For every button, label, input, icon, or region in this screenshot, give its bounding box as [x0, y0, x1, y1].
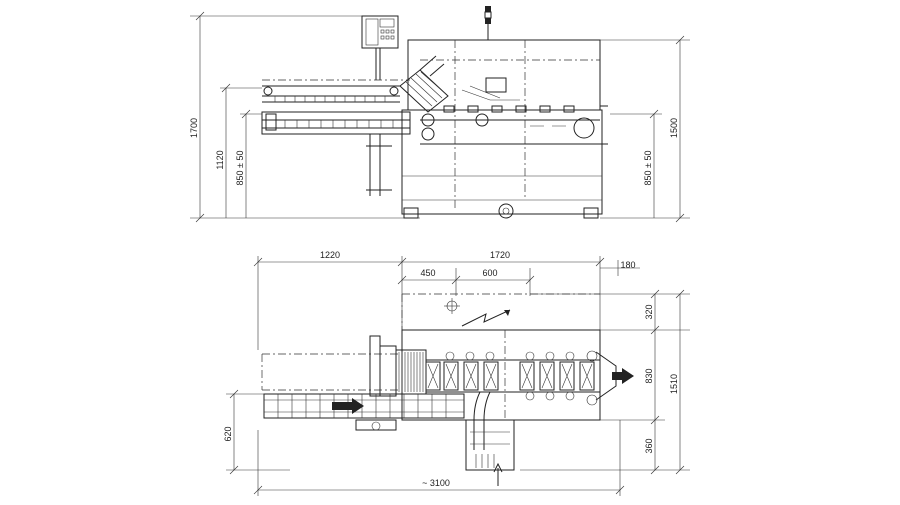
dim-850-right-label: 850 ± 50: [643, 151, 653, 186]
signal-tower: [484, 6, 492, 40]
dim-830-label: 830: [644, 368, 654, 383]
plan-right-dimensions: 320 830 1510 360: [520, 289, 690, 475]
dim-1700-label: 1700: [189, 118, 199, 138]
dim-450-label: 450: [420, 268, 435, 278]
plan-bucket-chain: [425, 330, 600, 420]
dim-1120-label: 1120: [215, 150, 225, 169]
plan-outfeed: [586, 350, 634, 406]
plan-left-dimensions: 620: [223, 389, 290, 475]
dim-1510-label: 1510: [669, 374, 679, 394]
elevation-right-dimensions: 1500 850 ± 50: [600, 35, 690, 223]
plan-upper-frame: [401, 293, 600, 330]
plan-magazine: [369, 335, 427, 397]
plan-insert-unit: [465, 391, 515, 486]
control-panel: [361, 15, 399, 80]
plan-bottom-dimension: ~ 3100: [253, 420, 625, 496]
elevation-left-dimensions: 1700 1120 850 ± 50: [189, 11, 420, 223]
lower-conveyor: [261, 111, 411, 196]
elevation-view: 1700 1120 850 ± 50 1500 850 ± 50: [189, 6, 690, 223]
dim-1500-label: 1500: [669, 118, 679, 138]
dim-1220-label: 1220: [320, 250, 340, 260]
upper-conveyor: [262, 79, 410, 103]
dim-3100-label: ~ 3100: [422, 478, 450, 488]
dim-320-label: 320: [644, 304, 654, 319]
plan-infeed-conveyor: [263, 393, 465, 431]
dim-850-left-label: 850 ± 50: [235, 151, 245, 186]
dim-360-label: 360: [644, 438, 654, 453]
dim-620-label: 620: [223, 426, 233, 441]
plan-view: 1220 1720 450 600 180: [223, 250, 690, 496]
transport-line: [420, 77, 608, 145]
carton-magazine: [399, 55, 449, 113]
dim-180-label: 180: [620, 260, 635, 270]
plan-machine-body: [261, 329, 601, 421]
dim-600-label: 600: [482, 268, 497, 278]
plan-top-dimensions: 1220 1720 450 600 180: [253, 250, 640, 350]
dim-1720-label: 1720: [490, 250, 510, 260]
